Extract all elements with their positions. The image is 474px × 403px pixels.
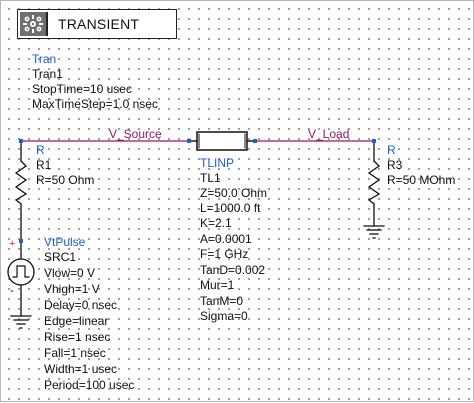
net-label-v-source[interactable]: V_Source [109,127,162,141]
ground-icon [10,315,32,329]
tl1-param: L=1000.0 ft [200,201,261,215]
controller-type-label: Tran [32,52,57,66]
tl1-param: TanM=0 [200,294,244,308]
gear-cluster-icon [20,12,48,36]
tl1-type-label: TLINP [200,156,235,170]
src1-plus-sign: + [9,238,16,250]
pin-marker [187,139,191,143]
controller-param: MaxTimeStep=1.0 nsec [32,97,158,111]
pulse-wave-icon [12,265,30,278]
src1-param: Width=1 usec [44,362,118,376]
tlinp-body[interactable] [196,131,248,151]
src1-type-label: VtPulse [44,235,86,249]
r1-type-label: R [36,143,45,157]
controller-title: TRANSIENT [58,16,140,32]
tl1-param: A=0.0001 [200,232,252,246]
tl1-instance-name: TL1 [200,171,221,185]
ground-icon [363,225,385,239]
pin-marker [19,239,23,243]
r3-type-label: R [387,143,396,157]
transient-controller[interactable]: TRANSIENT [17,9,177,39]
r3-instance-name: R3 [387,158,403,172]
r1-instance-name: R1 [36,158,52,172]
src1-param: Vhigh=1 V [44,282,100,296]
tl1-param: K=2.1 [200,216,232,230]
tl1-param: Mur=1 [200,278,235,292]
r1-zigzag[interactable] [14,160,28,205]
src1-param: Rise=1 nsec [44,330,111,344]
src1-param: Period=100 usec [44,378,135,392]
r1-param: R=50 Ohm [36,173,95,187]
src1-minus-sign: - [10,283,14,297]
src1-param: Vlow=0 V [44,266,96,280]
src1-param: Edge=linear [44,314,109,328]
pin-marker [19,139,23,143]
tl1-param: F=1 GHz [200,247,249,261]
tl1-param: TanD=0.002 [200,263,266,277]
src1-instance-name: SRC1 [44,250,77,264]
pin-marker [372,139,376,143]
src1-param: Fall=1 nsec [44,346,106,360]
tl1-param: Z=50.0 Ohm [200,186,268,200]
net-label-v-load[interactable]: V_Load [308,127,350,141]
controller-param: StopTime=10 usec [32,82,132,96]
r3-zigzag[interactable] [367,160,381,205]
pin-marker [253,139,257,143]
src1-param: Delay=0 nsec [44,298,118,312]
tl1-param: Sigma=0 [200,309,248,323]
controller-instance-name: Tran1 [32,67,63,81]
r3-param: R=50 MOhm [387,173,456,187]
